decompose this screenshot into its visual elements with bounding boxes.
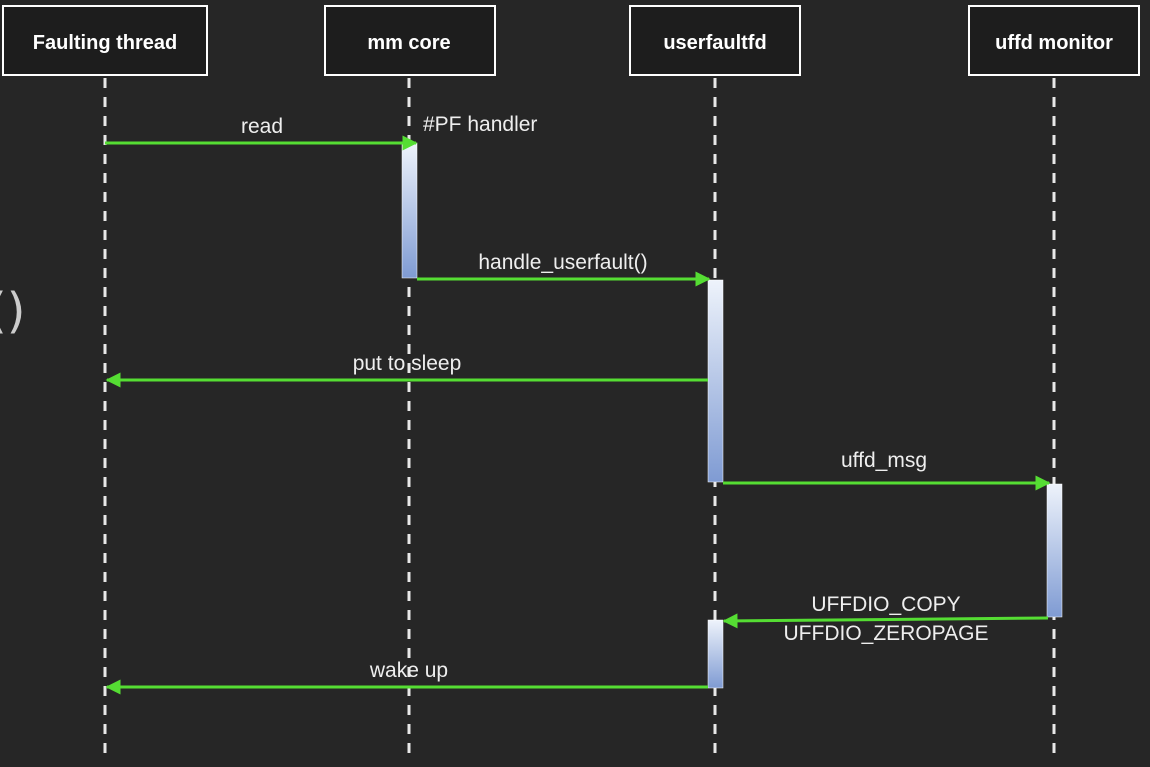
actor-faulting-thread: Faulting thread bbox=[2, 5, 208, 76]
message-put-to-sleep: put to sleep bbox=[105, 352, 708, 388]
activation-userfaultfd-1 bbox=[707, 279, 724, 483]
actor-box bbox=[324, 5, 496, 76]
activation-mm-core bbox=[401, 142, 418, 279]
activation-uffd-monitor bbox=[1046, 483, 1063, 618]
message-handle-userfault: handle_userfault() bbox=[417, 251, 711, 287]
message-label: put to sleep bbox=[353, 352, 462, 375]
activations bbox=[401, 142, 1063, 689]
actor-box bbox=[968, 5, 1140, 76]
actor-uffd-monitor: uffd monitor bbox=[968, 5, 1140, 76]
actor-label: mm core bbox=[367, 32, 450, 54]
actor-label: userfaultfd bbox=[663, 32, 766, 54]
note-pf-handler: #PF handler bbox=[423, 113, 537, 136]
actor-userfaultfd: userfaultfd bbox=[629, 5, 801, 76]
message-uffd-msg: uffd_msg bbox=[723, 449, 1051, 491]
message-label: handle_userfault() bbox=[478, 251, 647, 274]
actor-box bbox=[629, 5, 801, 76]
edge-parenthesis-glyph: () bbox=[0, 283, 25, 339]
message-wake-up: wake up bbox=[105, 659, 708, 695]
actor-label: Faulting thread bbox=[33, 32, 177, 54]
message-uffdio: UFFDIO_COPY UFFDIO_ZEROPAGE bbox=[722, 593, 1049, 645]
message-label-uffdio-copy: UFFDIO_COPY bbox=[811, 593, 960, 616]
actor-label: uffd monitor bbox=[995, 32, 1113, 54]
actor-box bbox=[2, 5, 208, 76]
message-label: read bbox=[241, 115, 283, 138]
activation-userfaultfd-2 bbox=[707, 619, 724, 689]
message-arrow bbox=[722, 613, 1049, 629]
lifelines bbox=[103, 78, 1056, 760]
message-label: uffd_msg bbox=[841, 449, 927, 472]
actor-mm-core: mm core bbox=[324, 5, 496, 76]
message-label-uffdio-zeropage: UFFDIO_ZEROPAGE bbox=[784, 622, 989, 645]
message-label: wake up bbox=[369, 659, 448, 682]
message-read: read bbox=[105, 115, 418, 151]
